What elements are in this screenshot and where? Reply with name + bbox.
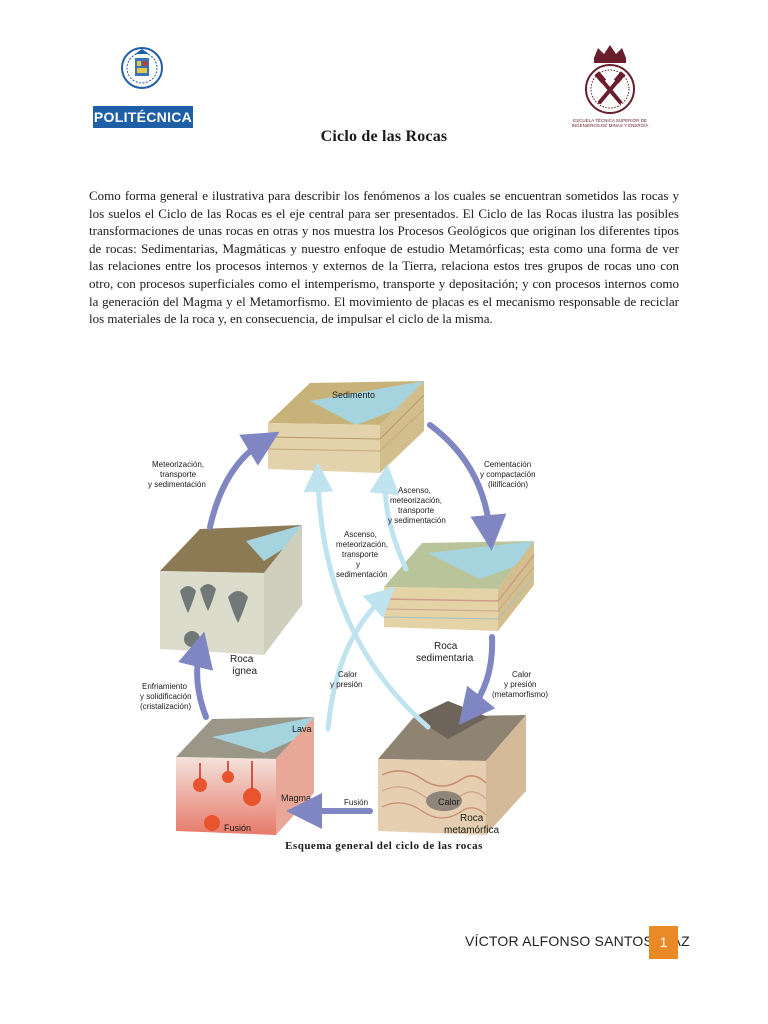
label-ascenso1-1: Ascenso,	[398, 486, 431, 495]
arrow-calor-presion-center	[328, 597, 384, 729]
label-roca-metamorfica-1: Roca	[460, 813, 484, 824]
label-enfriamiento-3: (cristalización)	[140, 702, 191, 711]
rock-cycle-diagram: Sedimento Roca ígnea Roca sedimentaria	[88, 365, 678, 840]
arrow-metamorfismo	[470, 637, 492, 711]
label-calor: Calor	[438, 797, 460, 807]
label-ascenso1-4: y sedimentación	[388, 516, 446, 525]
label-roca-ignea-1: Roca	[230, 654, 254, 665]
label-enfriamiento-1: Enfriamiento	[142, 682, 187, 691]
label-ascenso2-2: meteorización,	[336, 540, 388, 549]
label-cementacion-1: Cementación	[484, 460, 531, 469]
etsi-logo-text: ESCUELA TÉCNICA SUPERIOR DE INGENIEROS D…	[560, 118, 660, 128]
label-meteorizacion-2: transporte	[160, 470, 197, 479]
page-number-badge: 1	[649, 926, 678, 959]
label-roca-metamorfica-2: metamórfica	[444, 825, 499, 836]
label-fusion-block: Fusión	[224, 823, 251, 833]
label-lava: Lava	[292, 724, 312, 734]
label-ascenso2-4: y	[356, 560, 360, 569]
label-meteorizacion-3: y sedimentación	[148, 480, 206, 489]
crown-hammers-icon	[578, 42, 642, 116]
sedimentary-block	[384, 541, 534, 631]
upm-logo-text: POLITÉCNICA	[93, 106, 193, 128]
upm-shield-icon	[121, 44, 163, 96]
upm-logo: POLITÉCNICA	[93, 44, 193, 128]
arrow-meteorizacion	[210, 441, 264, 527]
figure-caption: Esquema general del ciclo de las rocas	[0, 840, 768, 852]
label-fusion-arrow: Fusión	[344, 798, 368, 807]
label-calor-presion-right-3: (metamorfismo)	[492, 690, 548, 699]
label-ascenso2-1: Ascenso,	[344, 530, 377, 539]
label-calor-presion-center-2: y presión	[330, 680, 362, 689]
label-sedimento: Sedimento	[332, 390, 375, 400]
label-magma: Magma	[281, 793, 311, 803]
arrow-cristalizacion	[197, 649, 206, 717]
etsi-minas-logo: ESCUELA TÉCNICA SUPERIOR DE INGENIEROS D…	[560, 42, 660, 132]
label-roca-sedimentaria-1: Roca	[434, 641, 458, 652]
label-cementacion-3: (litificación)	[488, 480, 528, 489]
label-meteorizacion-1: Meteorización,	[152, 460, 204, 469]
igneous-block	[160, 525, 302, 655]
magma-block	[176, 717, 314, 835]
label-calor-presion-right-2: y presión	[504, 680, 536, 689]
label-calor-presion-right-1: Calor	[512, 670, 531, 679]
label-calor-presion-center-1: Calor	[338, 670, 357, 679]
label-roca-sedimentaria-2: sedimentaria	[416, 653, 474, 664]
label-ascenso2-3: transporte	[342, 550, 379, 559]
label-enfriamiento-2: y solidificación	[140, 692, 192, 701]
document-title: Ciclo de las Rocas	[0, 128, 768, 146]
label-roca-ignea-2: ígnea	[232, 666, 257, 677]
metamorphic-block	[378, 701, 526, 835]
label-ascenso1-3: transporte	[398, 506, 435, 515]
label-ascenso2-5: sedimentación	[336, 570, 388, 579]
label-ascenso1-2: meteorización,	[390, 496, 442, 505]
intro-paragraph: Como forma general e ilustrativa para de…	[89, 187, 679, 328]
label-cementacion-2: y compactación	[480, 470, 536, 479]
